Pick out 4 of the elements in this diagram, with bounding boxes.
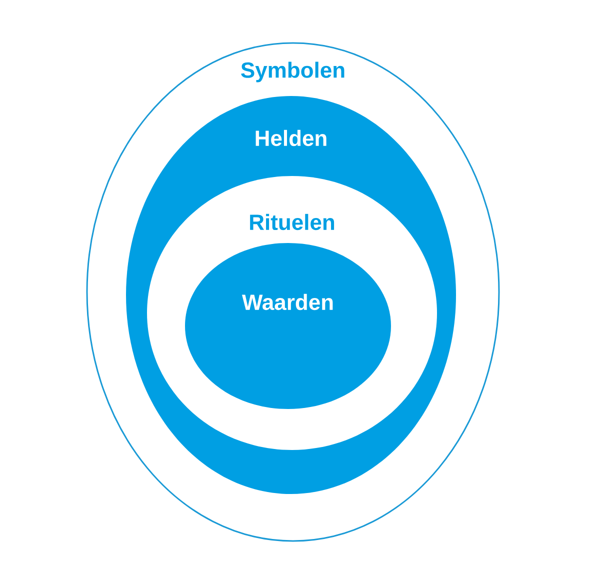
- layer-label: Waarden: [242, 294, 333, 310]
- layer-label: Rituelen: [250, 214, 334, 230]
- layer-label: Symbolen: [241, 62, 344, 82]
- layer-label: Helden: [256, 130, 326, 146]
